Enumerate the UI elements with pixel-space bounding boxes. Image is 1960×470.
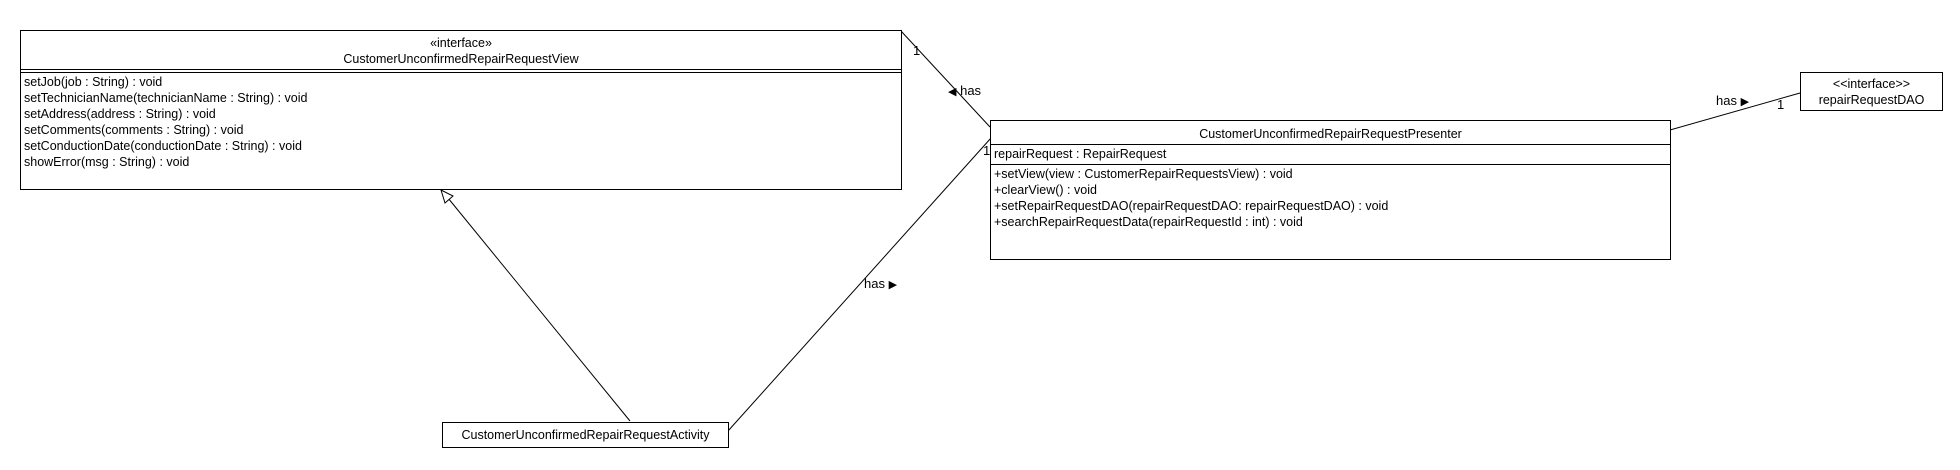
operations-section: setJob(job : String) : void setTechnicia…	[21, 73, 901, 172]
direction-arrow-icon: ▶	[888, 279, 898, 291]
operation: setJob(job : String) : void	[24, 75, 163, 89]
class-dao-interface[interactable]: <<interface>> repairRequestDAO	[1800, 72, 1943, 111]
direction-arrow-icon: ▶	[1740, 96, 1750, 108]
stereotype-label: <<interface>>	[1832, 77, 1911, 91]
class-view-interface[interactable]: «interface» CustomerUnconfirmedRepairReq…	[20, 30, 902, 190]
class-presenter[interactable]: CustomerUnconfirmedRepairRequestPresente…	[990, 120, 1671, 260]
operation: showError(msg : String) : void	[24, 155, 190, 169]
multiplicity-label: 1	[1777, 97, 1785, 112]
attributes-section	[21, 70, 901, 73]
class-header: «interface» CustomerUnconfirmedRepairReq…	[21, 31, 901, 70]
operation: setTechnicianName(technicianName : Strin…	[24, 91, 308, 105]
operation: +searchRepairRequestData(repairRequestId…	[994, 215, 1303, 229]
association-label-activity-presenter: has ▶	[864, 276, 898, 291]
realization-arrowhead	[440, 189, 454, 204]
class-name: CustomerUnconfirmedRepairRequestPresente…	[1199, 127, 1462, 141]
class-name: CustomerUnconfirmedRepairRequestActivity	[461, 428, 710, 442]
class-activity[interactable]: CustomerUnconfirmedRepairRequestActivity	[442, 422, 729, 448]
operations-section: +setView(view : CustomerRepairRequestsVi…	[991, 165, 1670, 232]
class-name: CustomerUnconfirmedRepairRequestView	[343, 52, 579, 66]
class-name: repairRequestDAO	[1818, 93, 1925, 107]
stereotype-label: «interface»	[430, 36, 492, 50]
multiplicity-label: 1	[913, 43, 921, 58]
operation: setConductionDate(conductionDate : Strin…	[24, 139, 302, 153]
association-label-presenter-dao: has ▶	[1716, 93, 1750, 108]
multiplicity-label: 1	[983, 143, 991, 158]
direction-arrow-icon: ◀	[948, 86, 957, 98]
operation: setComments(comments : String) : void	[24, 123, 244, 137]
operation: +clearView() : void	[994, 183, 1097, 197]
attribute: repairRequest : RepairRequest	[994, 147, 1167, 161]
operation: setAddress(address : String) : void	[24, 107, 216, 121]
association-label-presenter-view: ◀ has	[948, 83, 982, 98]
operation: +setView(view : CustomerRepairRequestsVi…	[994, 167, 1293, 181]
operation: +setRepairRequestDAO(repairRequestDAO: r…	[994, 199, 1389, 213]
realization-line	[447, 197, 631, 422]
attributes-section: repairRequest : RepairRequest	[991, 145, 1670, 165]
class-header: CustomerUnconfirmedRepairRequestPresente…	[991, 121, 1670, 145]
